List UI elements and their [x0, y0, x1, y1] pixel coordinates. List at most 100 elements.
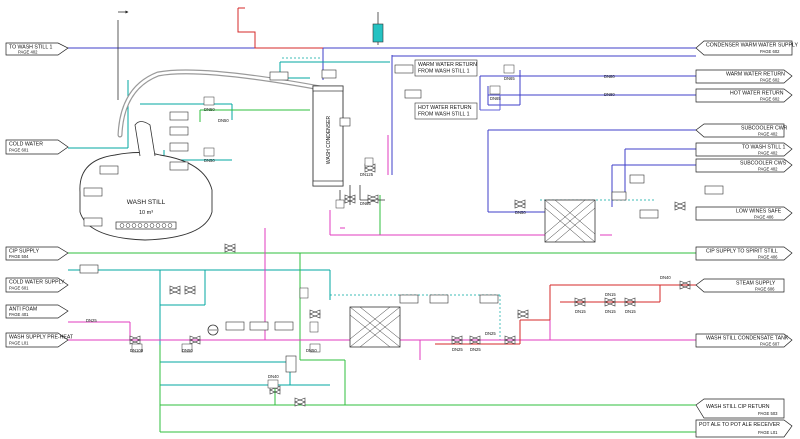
offpage-page: PAGE 504 — [9, 254, 29, 259]
offpage-cip-supply[interactable]: CIP SUPPLY PAGE 504 — [5, 246, 69, 261]
pipe-size-label: DN50 — [515, 210, 526, 215]
offpage-condensate-tank[interactable]: WASH STILL CONDENSATE TANK PAGE 607 — [695, 333, 793, 348]
offpage-condenser-warm[interactable]: CONDENSER WARM WATER SUPPLY PAGE 602 — [695, 40, 798, 56]
offpage-hot-water-return[interactable]: HOT WATER RETURN PAGE 602 — [695, 88, 793, 103]
offpage-name: SUBCOOLER CWR — [741, 126, 788, 132]
offpage-name: CIP SUPPLY TO SPIRIT STILL — [706, 249, 778, 255]
pipe-size-label: DN50 — [204, 158, 215, 163]
offpage-name: WASH STILL CIP RETURN — [706, 404, 770, 410]
offpage-to-wash-still[interactable]: TO WASH STILL 1 PAGE 402 — [5, 42, 69, 56]
label-line-2: FROM WASH STILL 1 — [418, 69, 470, 75]
offpage-name: COLD WATER — [9, 142, 43, 148]
offpage-page: PAGE 607 — [760, 342, 780, 347]
offpage-pot-ale[interactable]: POT ALE TO POT ALE RECEIVER PAGE L01 — [695, 419, 793, 438]
hot-water-lines — [480, 95, 501, 111]
offpage-name: POT ALE TO POT ALE RECEIVER — [699, 422, 780, 428]
vent-filter — [372, 23, 384, 43]
offpage-name: CONDENSER WARM WATER SUPPLY — [706, 43, 798, 49]
pipe-size-label: DN15 — [605, 309, 616, 314]
offpage-page: PAGE 401 — [9, 312, 29, 317]
offpage-name: HOT WATER RETURN — [730, 91, 784, 97]
offpage-page: PAGE 406 — [754, 215, 774, 220]
offpage-name: TO WASH STILL 1 — [9, 45, 52, 51]
pipe-size-label: DN15 — [575, 309, 586, 314]
label-line-1: HOT WATER RETURN — [418, 105, 472, 111]
offpage-page: PAGE 602 — [760, 78, 780, 83]
offpage-cold-water-supply[interactable]: COLD WATER SUPPLY PAGE 601 — [5, 277, 69, 293]
offpage-steam-supply[interactable]: STEAM SUPPLY PAGE 606 — [695, 278, 785, 293]
offpage-subcooler-cwr[interactable]: SUBCOOLER CWR PAGE 402 — [695, 123, 788, 138]
offpage-cip-supply-spirit[interactable]: CIP SUPPLY TO SPIRIT STILL PAGE 406 — [695, 246, 793, 261]
offpage-name: TO WASH STILL 1 — [742, 145, 785, 151]
wash-still-label: WASH STILL — [127, 199, 166, 206]
pipe-size-label: DN65 — [360, 201, 371, 206]
offpage-name: CIP SUPPLY — [9, 249, 40, 255]
wash-still: WASH STILL 10 m³ — [79, 121, 213, 241]
valves — [129, 163, 691, 407]
offpage-name: WASH SUPPLY PRE-HEAT — [9, 335, 74, 341]
pipe-size-label: DN40 — [268, 374, 279, 379]
wash-condenser: WASH CONDENSER — [312, 85, 344, 187]
offpage-page: PAGE L01 — [9, 341, 29, 346]
warm-water-header — [68, 47, 696, 213]
wash-pump — [207, 324, 219, 336]
pipe-size-label: DN65 — [490, 96, 501, 101]
offpage-subcooler-cws[interactable]: SUBCOOLER CWS PAGE 402 — [695, 158, 793, 173]
offpage-warm-water-return[interactable]: WARM WATER RETURN PAGE 602 — [695, 69, 793, 84]
offpage-name: COLD WATER SUPPLY — [9, 280, 65, 286]
vapour-line-inner — [118, 70, 322, 137]
cip-lines — [68, 109, 696, 433]
pipe-size-label: DN40 — [660, 275, 671, 280]
hot-water-return-label: HOT WATER RETURN FROM WASH STILL 1 — [414, 102, 478, 120]
preheat-heat-exchanger — [349, 306, 401, 348]
offpage-name: SUBCOOLER CWS — [740, 161, 787, 167]
condenser-label: WASH CONDENSER — [326, 116, 332, 165]
offpage-name: WASH STILL CONDENSATE TANK — [706, 336, 789, 342]
pipe-size-tags — [131, 64, 515, 389]
label-line-2: FROM WASH STILL 1 — [418, 112, 470, 118]
label-line-1: WARM WATER RETURN — [418, 62, 477, 68]
offpage-page: PAGE 602 — [760, 97, 780, 102]
offpage-page: PAGE 402 — [758, 151, 778, 156]
offpage-page: PAGE 402 — [758, 132, 778, 137]
offpage-anti-foam[interactable]: ANTI FOAM PAGE 401 — [5, 304, 69, 319]
pipe-size-label: DN25 — [485, 331, 496, 336]
pipe-size-label: DN25 — [470, 347, 481, 352]
wash-still-volume: 10 m³ — [139, 210, 153, 216]
offpage-name: WARM WATER RETURN — [726, 72, 785, 78]
pipe-size-labels: DN50 DN50 DN50 DN65 DN65 DN65 DN80 DN80 … — [86, 74, 671, 379]
offpage-cip-return[interactable]: WASH STILL CIP RETURN PAGE 503 — [695, 398, 785, 419]
offpage-page: PAGE 402 — [758, 167, 778, 172]
offpage-page: PAGE 503 — [758, 411, 778, 416]
offpage-name: LOW WINES SAFE — [736, 209, 782, 215]
offpage-page: PAGE 606 — [755, 287, 775, 292]
offpage-cold-water[interactable]: COLD WATER PAGE 601 — [5, 139, 69, 155]
pipe-size-label: DN80 — [604, 74, 615, 79]
offpage-name: STEAM SUPPLY — [736, 281, 776, 287]
pipe-size-label: DN15 — [605, 292, 616, 297]
offpage-low-wines-safe[interactable]: LOW WINES SAFE PAGE 406 — [695, 206, 793, 221]
pipe-size-label: DN25 — [86, 318, 97, 323]
pipe-size-label: DN50 — [306, 348, 317, 353]
pipe-size-label: DN50 — [204, 107, 215, 112]
offpage-wash-supply[interactable]: WASH SUPPLY PRE-HEAT PAGE L01 — [5, 332, 74, 348]
pipe-size-label: DN15 — [625, 309, 636, 314]
offpage-page: PAGE 601 — [9, 148, 29, 153]
pipe-size-label: DN100 — [130, 348, 144, 353]
pipe-size-label: DN25 — [452, 347, 463, 352]
offpage-page: PAGE L01 — [758, 430, 778, 435]
offpage-page: PAGE 601 — [9, 286, 29, 291]
instrument-bubbles — [79, 64, 724, 373]
steam-lines — [237, 7, 696, 345]
process-lines — [68, 135, 696, 360]
offpage-to-wash-still-right[interactable]: TO WASH STILL 1 PAGE 402 — [695, 142, 793, 157]
pipe-size-label: DN80 — [604, 92, 615, 97]
pipe-size-label: DN50 — [182, 348, 193, 353]
offpage-name: ANTI FOAM — [9, 307, 37, 313]
pipe-size-label: DN65 — [504, 76, 515, 81]
subcooler-heat-exchanger — [544, 199, 596, 243]
pipe-size-label: DN125 — [360, 172, 374, 177]
offpage-page: PAGE 402 — [18, 50, 38, 55]
pipe-size-label: DN50 — [218, 118, 229, 123]
